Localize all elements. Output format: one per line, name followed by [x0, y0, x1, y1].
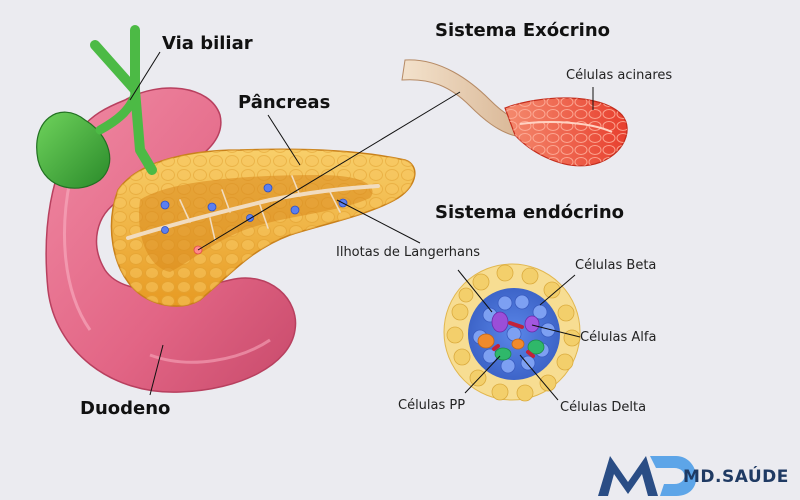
- md-logo-mark: [598, 456, 697, 496]
- pp-cells-label: Células PP: [398, 398, 466, 413]
- islets-label: Ilhotas de Langerhans: [336, 245, 481, 260]
- islet-illustration: [443, 263, 581, 402]
- pancreas-label: Pâncreas: [238, 92, 331, 113]
- exocrine-heading: Sistema Exócrino: [435, 20, 610, 41]
- endocrine-heading: Sistema endócrino: [435, 202, 624, 223]
- acinar-cells-label: Células acinares: [566, 68, 673, 83]
- gallbladder-shape: [36, 25, 157, 189]
- beta-cells-label: Células Beta: [575, 258, 657, 273]
- duodenum-label: Duodeno: [80, 398, 171, 419]
- alpha-cells-label: Células Alfa: [580, 330, 657, 345]
- pancreas-shape: [110, 148, 416, 307]
- delta-cells-label: Células Delta: [560, 400, 647, 415]
- acinar-illustration: [401, 59, 628, 167]
- brand-logo-text: MD.SAÚDE: [683, 467, 789, 487]
- leader-lines: [129, 51, 594, 401]
- bile-duct-label: Via biliar: [162, 33, 253, 54]
